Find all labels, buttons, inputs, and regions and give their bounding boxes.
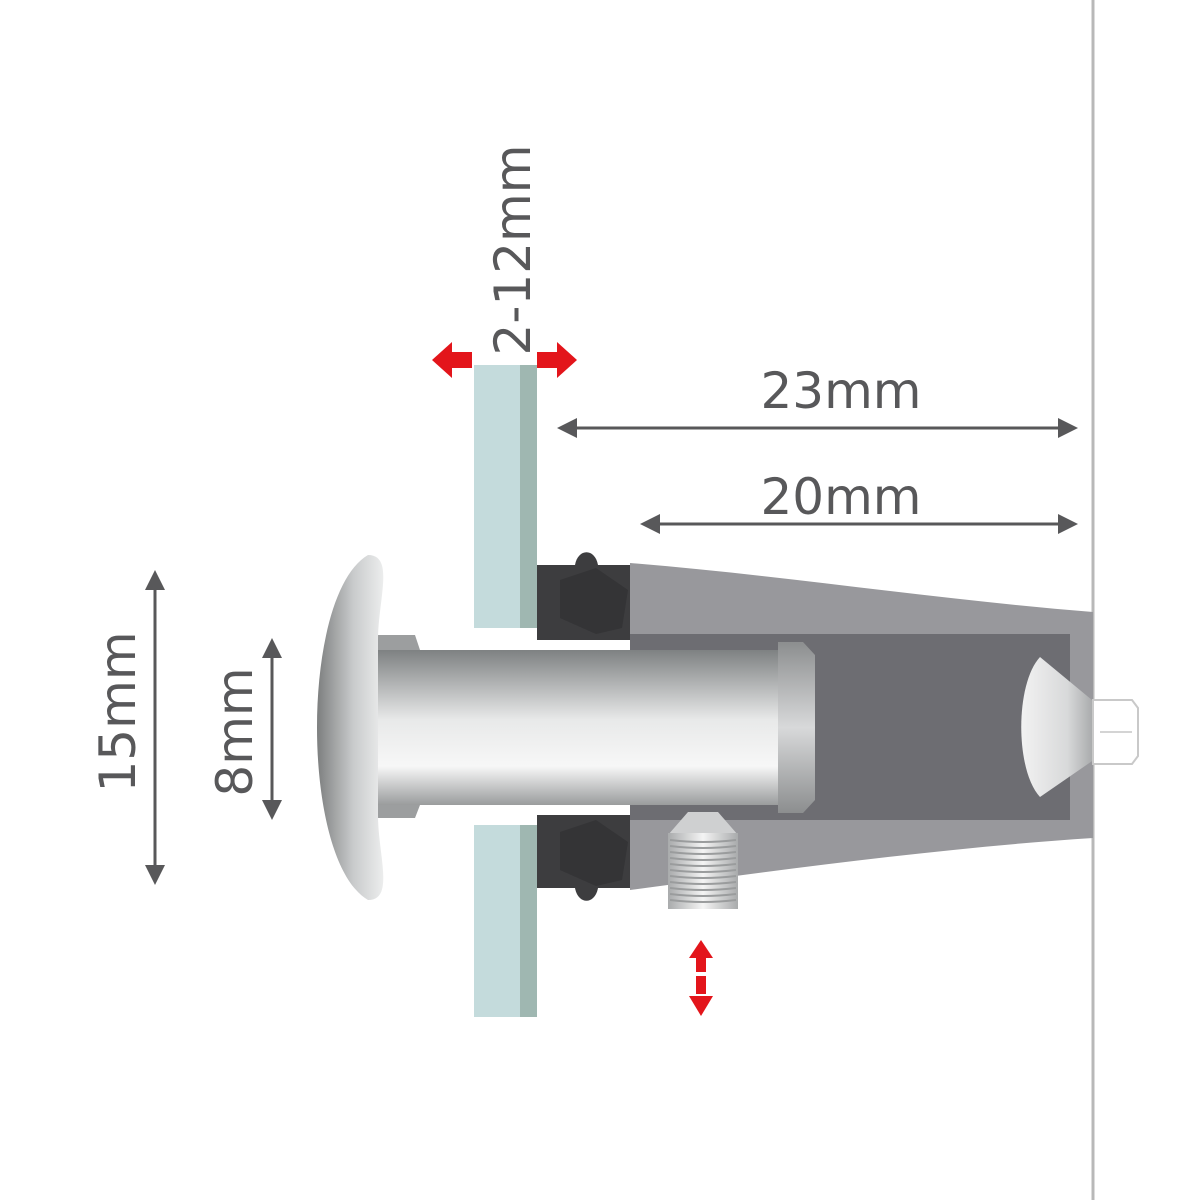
dimension-label-8mm: 8mm (206, 667, 264, 796)
gasket-lower-shade (560, 820, 628, 886)
double-arrow-vertical-icon (689, 940, 713, 1016)
double-arrow-horizontal-icon (537, 342, 577, 378)
grub-screw (668, 812, 738, 909)
grub-screw-tip (668, 812, 738, 835)
arrowhead-right-icon (1058, 418, 1078, 438)
thread-line (669, 875, 737, 879)
dimension-overall-standoff: 23mm (557, 362, 1078, 438)
arrowhead-up-icon (262, 638, 282, 658)
cap-bolt (317, 555, 815, 900)
rubber-gaskets (537, 552, 630, 901)
dimension-barrel-length: 20mm (640, 468, 1078, 534)
thread-line (669, 851, 737, 855)
gasket-upper-shade (560, 568, 628, 634)
glass-lower-edge (520, 825, 537, 1017)
arrowhead-up-icon (145, 570, 165, 590)
glass-panel (474, 365, 537, 1017)
arrowhead-down-icon (262, 800, 282, 820)
dimension-label-15mm: 15mm (89, 631, 147, 792)
bolt-shank (372, 650, 782, 805)
arrowhead-right-icon (1058, 514, 1078, 534)
thread-line (669, 893, 737, 897)
dimension-label-23mm: 23mm (760, 362, 921, 420)
glass-upper-face (474, 365, 520, 628)
dimension-glass-thickness: 2-12mm (432, 145, 577, 378)
dimension-bolt-diameter: 8mm (206, 638, 282, 820)
double-arrow-horizontal-icon (432, 342, 472, 378)
thread-line (669, 857, 737, 861)
arrowhead-down-icon (145, 865, 165, 885)
thread-line (669, 869, 737, 873)
glass-lower-face (474, 825, 520, 1017)
thread-line (669, 863, 737, 867)
glass-upper-edge (520, 365, 537, 628)
grub-screw-threads (669, 839, 737, 903)
thread-line (669, 881, 737, 885)
bolt-end-cap (778, 642, 815, 813)
thread-line (669, 839, 737, 843)
arrowhead-left-icon (557, 418, 577, 438)
dimension-label-glass-thickness: 2-12mm (484, 145, 542, 356)
arrowhead-left-icon (640, 514, 660, 534)
bolt-head (317, 555, 384, 900)
countersunk-screw-head (1021, 657, 1098, 797)
thread-line (669, 845, 737, 849)
thread-line (669, 899, 737, 903)
dimension-head-diameter: 15mm (89, 570, 165, 885)
thread-line (669, 887, 737, 891)
dimension-label-20mm: 20mm (760, 468, 921, 526)
